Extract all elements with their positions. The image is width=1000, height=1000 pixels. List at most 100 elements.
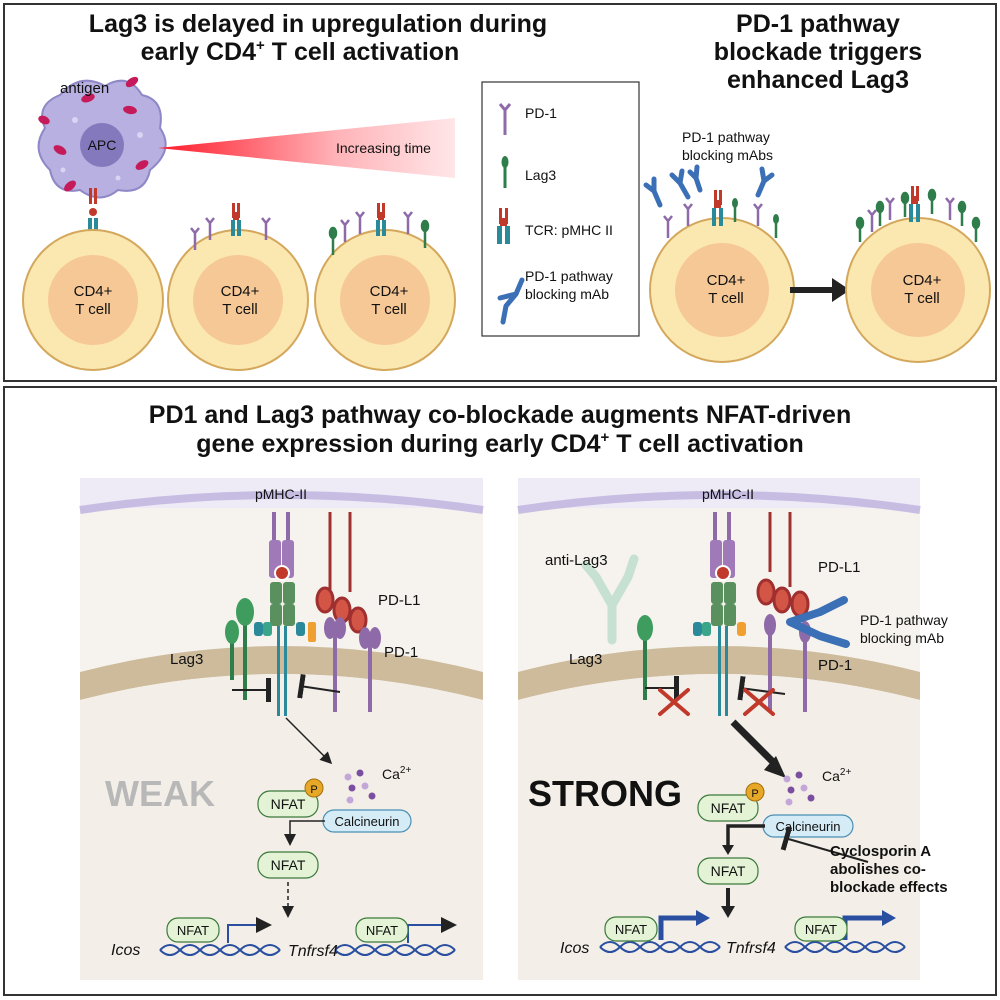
t-cell-2 bbox=[167, 203, 309, 371]
right-gene2-label: Tnfrsf4 bbox=[726, 940, 776, 957]
calcium-ions-left bbox=[344, 769, 376, 804]
pmhc-tcr-complex-right bbox=[693, 512, 746, 716]
left-nfat-active-label: NFAT bbox=[271, 857, 306, 873]
cyclosporin-label-line1: Cyclosporin A bbox=[830, 843, 931, 860]
left-dna-strands bbox=[159, 944, 456, 956]
left-gene2-nfat-box bbox=[355, 917, 409, 943]
left-gene2-nfat-label: NFAT bbox=[366, 923, 398, 938]
blocking-mab-top-cluster bbox=[643, 164, 775, 208]
antibody-icon bbox=[497, 277, 525, 325]
apc-nucleus bbox=[80, 123, 124, 167]
t-cell-4 bbox=[643, 164, 795, 363]
cyclosporin-label-line3: blockade effects bbox=[830, 879, 948, 896]
anti-lag3-label: anti-Lag3 bbox=[545, 552, 608, 569]
right-pdl1-label: PD-L1 bbox=[818, 559, 861, 576]
t-cell-membrane-left bbox=[80, 646, 483, 700]
pd1-receptor-left bbox=[308, 617, 381, 712]
increasing-time-label: Increasing time bbox=[336, 140, 431, 156]
top-left-title-line1: Lag3 is delayed in upregulation during bbox=[89, 10, 547, 38]
apc-membrane-left bbox=[79, 491, 484, 514]
left-nfat-active-box bbox=[257, 851, 319, 879]
antigen-particles bbox=[38, 76, 149, 192]
left-phosphate-label: P bbox=[310, 784, 317, 796]
left-nfat-box bbox=[257, 790, 319, 818]
right-mab-label-line1: PD-1 pathway bbox=[860, 612, 948, 628]
right-gene1-nfat-label: NFAT bbox=[615, 922, 647, 937]
legend-tcr-label: TCR: pMHC II bbox=[525, 222, 613, 238]
t-cell-1-label-line1: CD4+ bbox=[74, 283, 113, 300]
top-panel-frame bbox=[3, 3, 997, 382]
right-mab-label-line2: blocking mAb bbox=[860, 630, 944, 646]
pd1-receptor-icon bbox=[498, 103, 512, 135]
blockade-arrow-head bbox=[832, 278, 850, 302]
apc-membrane-right bbox=[517, 491, 921, 514]
left-gene1-nfat-box bbox=[166, 917, 220, 943]
left-pd1-label: PD-1 bbox=[384, 644, 418, 661]
apc-label: APC bbox=[88, 137, 117, 153]
right-synapse-panel bbox=[517, 478, 921, 980]
t-cell-1 bbox=[22, 229, 164, 371]
top-left-title-line2: early CD4+ T cell activation bbox=[141, 37, 460, 66]
bottom-title-line1: PD1 and Lag3 pathway co-blockade augment… bbox=[149, 401, 851, 429]
legend-lag3-label: Lag3 bbox=[525, 167, 556, 183]
t-cell-1-label-line2: T cell bbox=[75, 301, 111, 318]
left-calcineurin-label: Calcineurin bbox=[334, 814, 399, 829]
right-lag3-label: Lag3 bbox=[569, 651, 602, 668]
calcium-ions-right bbox=[783, 771, 815, 806]
top-right-mab-label-line2: blocking mAbs bbox=[682, 147, 773, 163]
bottom-panel-frame bbox=[3, 386, 997, 996]
lag3-receptors-cell3 bbox=[328, 219, 430, 255]
t-cell-4-label-line1: CD4+ bbox=[707, 272, 746, 289]
increasing-time-wedge bbox=[158, 118, 455, 178]
blocked-cross-marks bbox=[658, 688, 775, 716]
left-calcium-label: Ca2+ bbox=[382, 765, 411, 782]
right-nfat-active-label: NFAT bbox=[711, 863, 746, 879]
strong-label: STRONG bbox=[528, 773, 682, 814]
pdl1-right bbox=[756, 512, 810, 618]
tcr-cell3 bbox=[376, 203, 386, 236]
anti-lag3-antibody bbox=[581, 554, 639, 645]
antigen-label: antigen bbox=[60, 80, 109, 97]
top-right-mab-label-line1: PD-1 pathway bbox=[682, 129, 770, 145]
t-cell-3-label-line1: CD4+ bbox=[370, 283, 409, 300]
pd1-receptors-cell3 bbox=[340, 211, 413, 242]
right-gene1-nfat-box bbox=[604, 916, 658, 942]
right-gene2-nfat-label: NFAT bbox=[805, 922, 837, 937]
left-gene1-nfat-label: NFAT bbox=[177, 923, 209, 938]
t-cell-2-label-line1: CD4+ bbox=[221, 283, 260, 300]
cyclosporin-inhibition bbox=[780, 826, 869, 863]
t-cell-3 bbox=[314, 203, 456, 371]
cyclosporin-label-line2: abolishes co- bbox=[830, 861, 926, 878]
right-nfat-active-box bbox=[697, 857, 759, 885]
pdl1-left bbox=[315, 512, 368, 634]
right-nfat-box bbox=[697, 794, 759, 822]
left-synapse-panel bbox=[79, 478, 484, 980]
apc-cell bbox=[37, 76, 167, 199]
right-dna-strands bbox=[599, 941, 906, 953]
right-phosphate-label: P bbox=[751, 788, 758, 800]
right-pmhc-label: pMHC-II bbox=[702, 486, 754, 502]
top-right-title-line2: blockade triggers bbox=[714, 38, 922, 66]
pd1-blocking-mab-right bbox=[786, 596, 850, 648]
left-pdl1-label: PD-L1 bbox=[378, 592, 421, 609]
pd1-receptors-cell2 bbox=[190, 217, 271, 250]
top-right-title-line1: PD-1 pathway bbox=[736, 10, 900, 38]
top-right-title-line3: enhanced Lag3 bbox=[727, 66, 909, 94]
right-calcineurin-label: Calcineurin bbox=[775, 819, 840, 834]
right-pd1-label: PD-1 bbox=[818, 657, 852, 674]
t-cell-5-label-line2: T cell bbox=[904, 290, 940, 307]
right-gene1-label: Icos bbox=[560, 940, 589, 957]
legend-antibody-label-line1: PD-1 pathway bbox=[525, 268, 613, 284]
t-cell-3-label-line2: T cell bbox=[371, 301, 407, 318]
legend-pd1-label: PD-1 bbox=[525, 105, 557, 121]
left-phosphate bbox=[304, 778, 324, 798]
left-pmhc-label: pMHC-II bbox=[255, 486, 307, 502]
weak-label: WEAK bbox=[105, 773, 215, 814]
pmhc-tcr-complex-left bbox=[254, 512, 305, 716]
legend-antibody-label-line2: blocking mAb bbox=[525, 286, 609, 302]
right-calcium-label: Ca2+ bbox=[822, 767, 851, 784]
right-phosphate bbox=[745, 782, 765, 802]
t-cell-5-label-line1: CD4+ bbox=[903, 272, 942, 289]
t-cell-4-label-line2: T cell bbox=[708, 290, 744, 307]
